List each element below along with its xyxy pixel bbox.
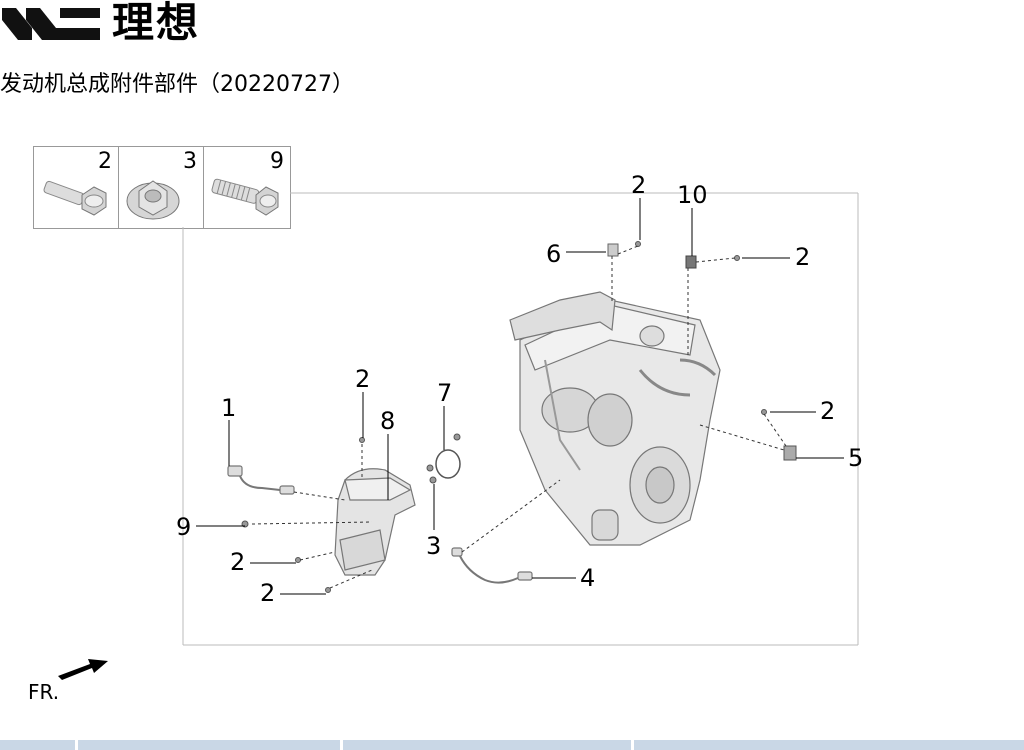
diagram-frame [182,192,859,646]
callout-2-shield-top: 2 [355,365,371,393]
brand-logo: 理想 [0,0,230,50]
callout-8: 8 [380,407,396,435]
sensor-10 [685,255,697,269]
front-direction-label: FR. [28,680,60,704]
callout-4: 4 [580,564,596,592]
oxygen-sensor-rear [451,547,533,584]
callout-5: 5 [848,444,864,472]
footer-bar [0,740,1024,750]
fastener-number: 9 [270,149,284,174]
callout-6: 6 [546,240,562,268]
brand-name: 理想 [112,0,201,47]
callout-2-right-mid: 2 [820,397,836,425]
footer-segment [343,740,631,750]
callout-9: 9 [176,513,192,541]
fastener-number: 2 [98,149,112,174]
fastener-legend: 2 3 9 [33,146,291,229]
callout-1: 1 [221,394,237,422]
callout-2-left-a: 2 [230,548,246,576]
o-ring [435,449,461,479]
small-fasteners [241,241,767,593]
callout-2-right-top: 2 [795,243,811,271]
li-auto-logo-icon [2,8,100,40]
front-direction-arrow-icon [58,659,108,680]
fastener-cell: 9 [204,147,290,228]
heat-shield [334,468,416,576]
fastener-cell: 3 [119,147,204,228]
sensor-5 [783,445,797,461]
sensor-bracket-6 [607,243,619,257]
flange-bolt-long-icon [211,178,279,216]
dashed-assembly-lines [251,245,787,589]
leader-lines [196,198,844,595]
flange-nut-icon [126,180,180,220]
footer-segment [78,740,340,750]
page-title: 发动机总成附件部件（20220727） [0,72,354,97]
callout-10: 10 [677,181,708,209]
flange-bolt-short-icon [43,180,107,216]
callout-2-left-b: 2 [260,579,276,607]
callout-3: 3 [426,532,442,560]
footer-segment [0,740,75,750]
oxygen-sensor-front [227,465,295,495]
callout-2-top: 2 [631,171,647,199]
callout-7: 7 [437,379,453,407]
fastener-cell: 2 [34,147,119,228]
fastener-number: 3 [183,149,197,174]
footer-segment [634,740,1024,750]
engine-assembly [509,291,721,546]
